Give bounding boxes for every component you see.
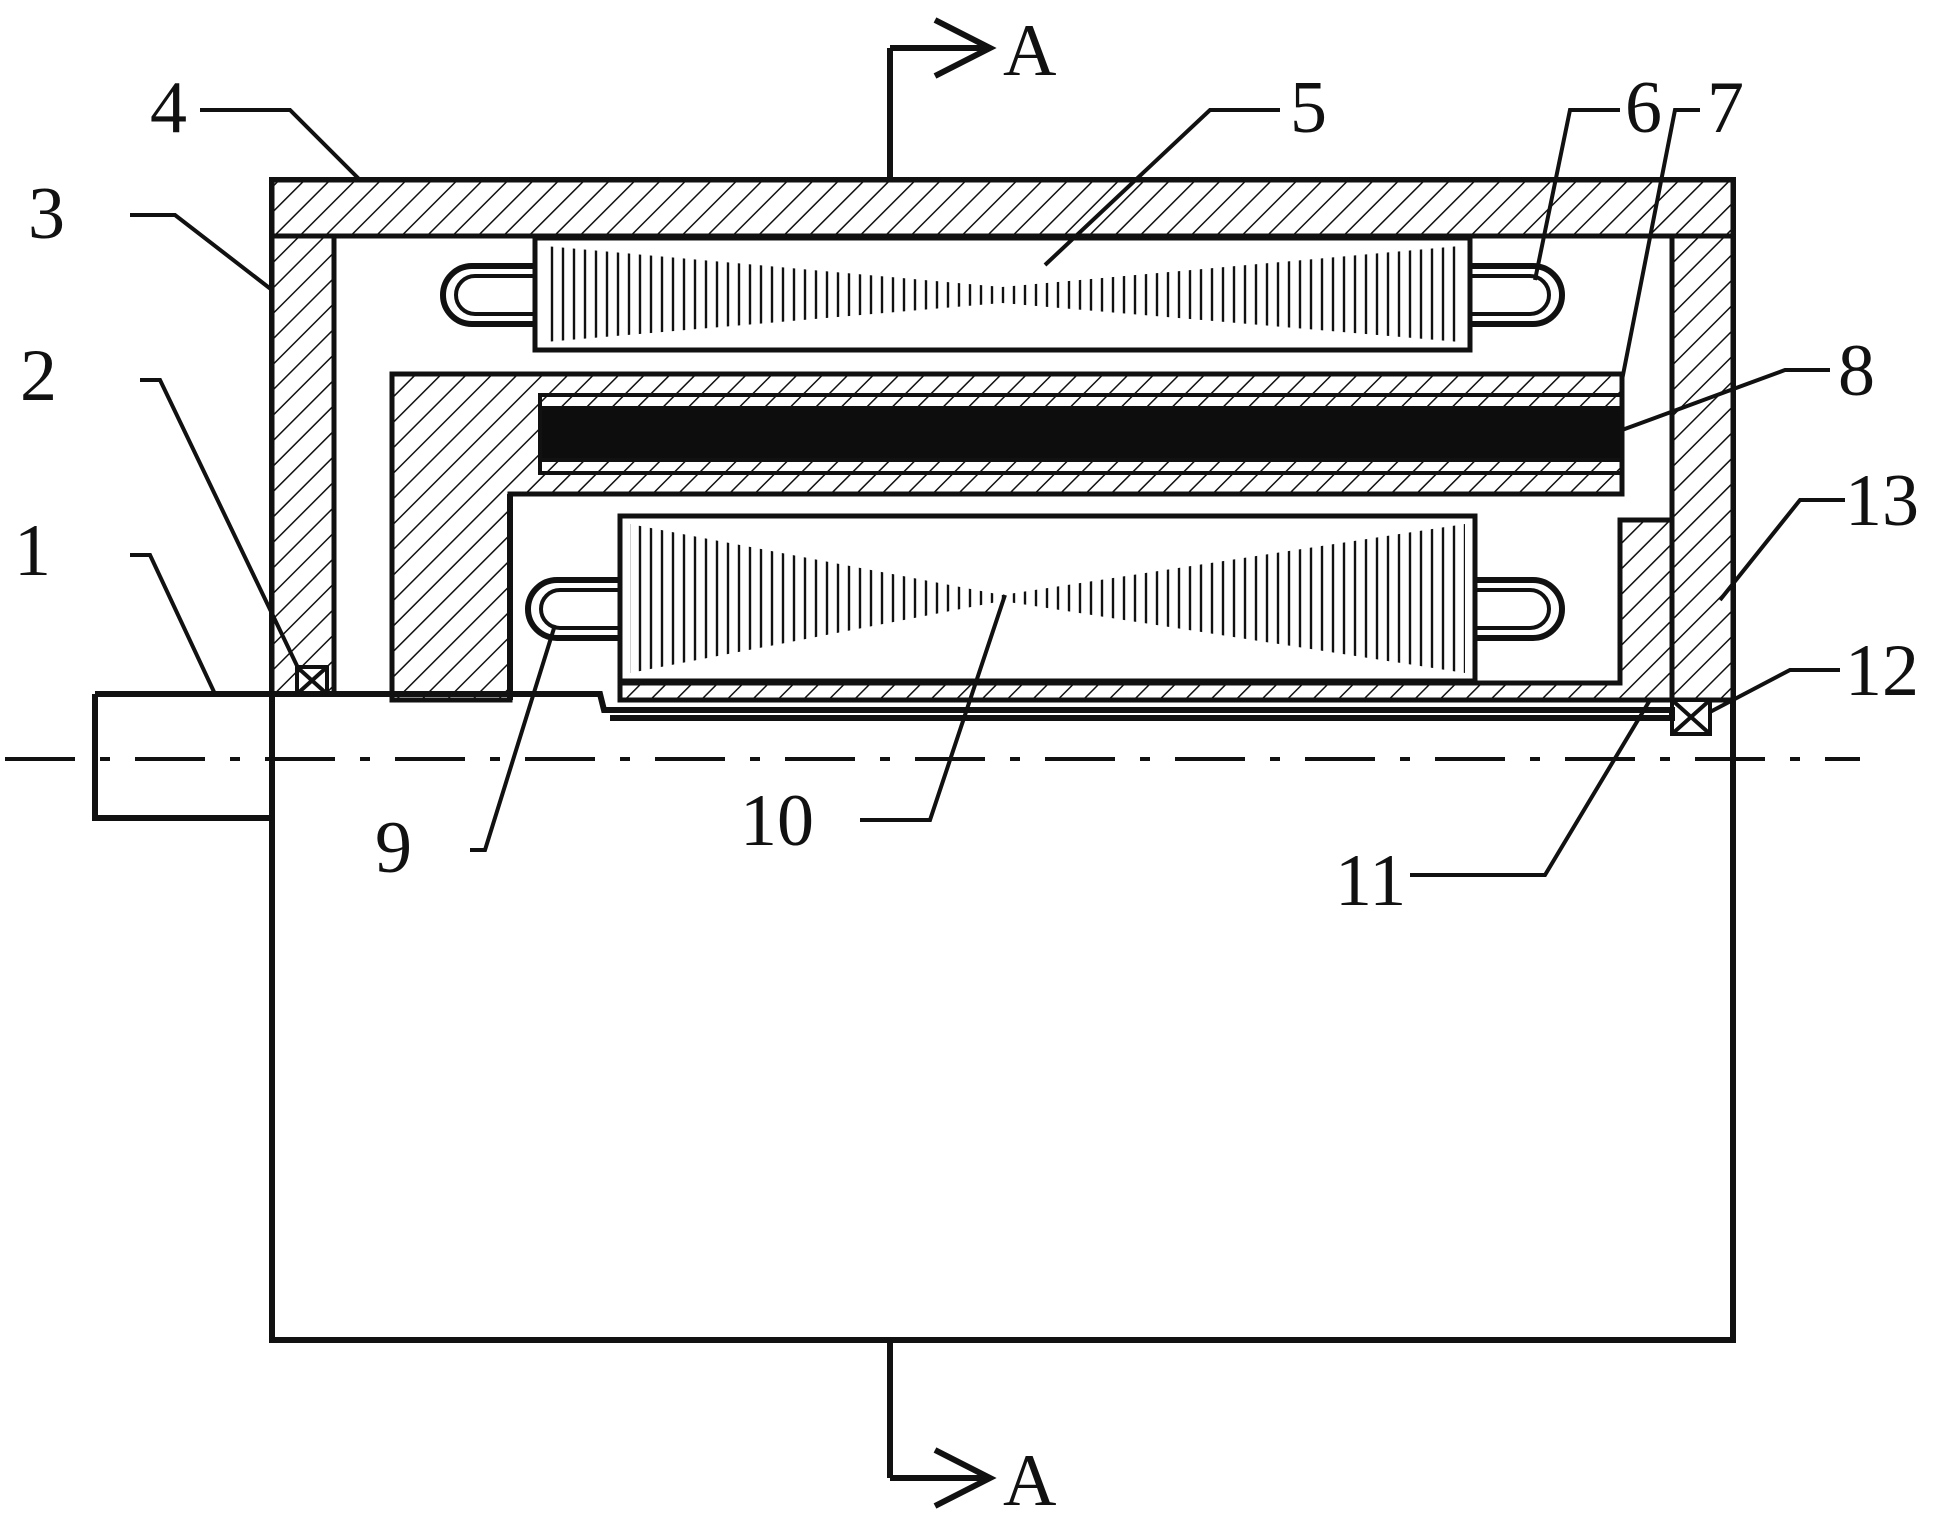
section-label-bottom: A — [1003, 1440, 1056, 1522]
callout-4: 4 — [150, 67, 187, 149]
right-end-plate — [1672, 236, 1733, 700]
callout-10: 10 — [740, 780, 814, 862]
callout-2: 2 — [20, 335, 57, 417]
section-marker-bottom: A — [890, 1340, 1056, 1522]
callout-9: 9 — [375, 807, 412, 889]
upper-right-end-winding — [1470, 276, 1549, 314]
section-marker-top: A — [890, 10, 1056, 180]
callout-12: 12 — [1845, 630, 1919, 712]
permanent-magnet — [540, 408, 1622, 460]
callout-1: 1 — [14, 510, 51, 592]
shaft — [95, 694, 1672, 818]
callout-8: 8 — [1838, 330, 1875, 412]
callout-5: 5 — [1290, 67, 1327, 149]
left-end-plate — [272, 236, 334, 694]
callout-3: 3 — [28, 173, 65, 255]
lower-right-end-winding — [1475, 590, 1549, 628]
section-label-top: A — [1003, 10, 1056, 92]
lower-left-end-winding — [541, 590, 620, 628]
callout-6: 6 — [1625, 67, 1662, 149]
callout-11: 11 — [1335, 840, 1406, 922]
top-plate — [272, 180, 1733, 236]
callout-7: 7 — [1707, 67, 1744, 149]
upper-left-end-winding — [456, 276, 535, 314]
callout-13: 13 — [1845, 460, 1919, 542]
